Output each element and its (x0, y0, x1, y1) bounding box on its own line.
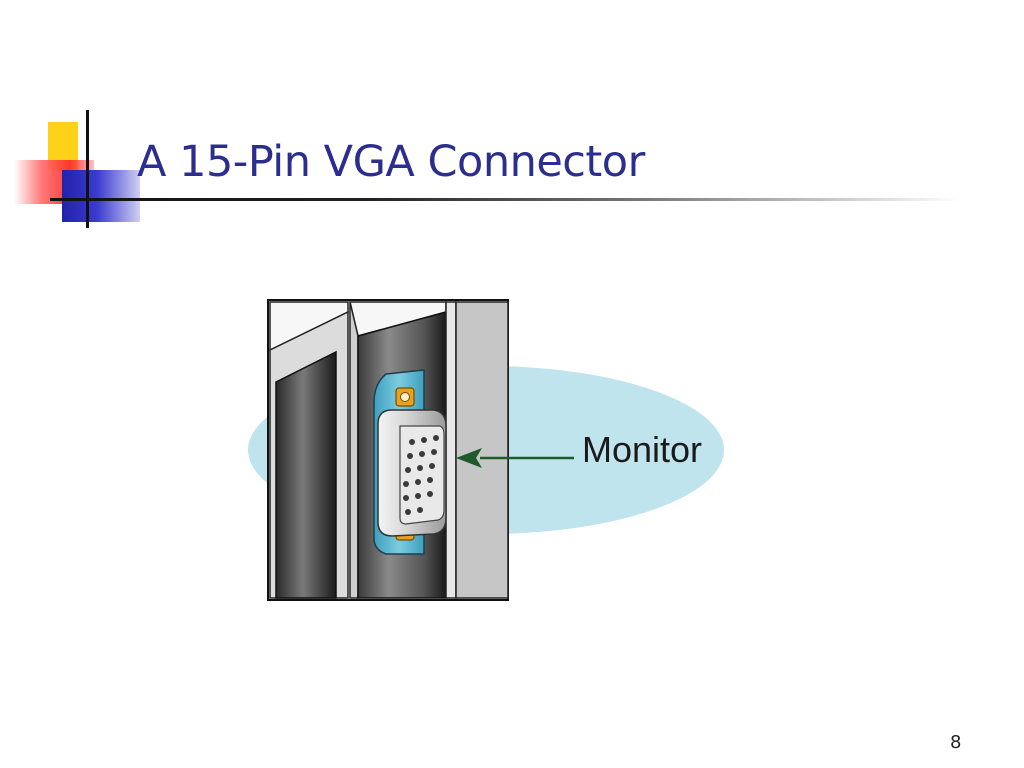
ornament-blue-square (62, 170, 140, 222)
vga-connector-illustration (248, 299, 724, 601)
title-ornament (0, 0, 170, 240)
arrow-left-icon (456, 448, 574, 468)
page-number: 8 (950, 732, 962, 753)
monitor-label: Monitor (582, 429, 703, 470)
slide-title: A 15-Pin VGA Connector (137, 137, 645, 187)
ornament-vertical-line (86, 110, 89, 228)
title-underline (50, 198, 960, 201)
vga-connector-figure (240, 292, 740, 612)
vga-pins (403, 435, 439, 515)
